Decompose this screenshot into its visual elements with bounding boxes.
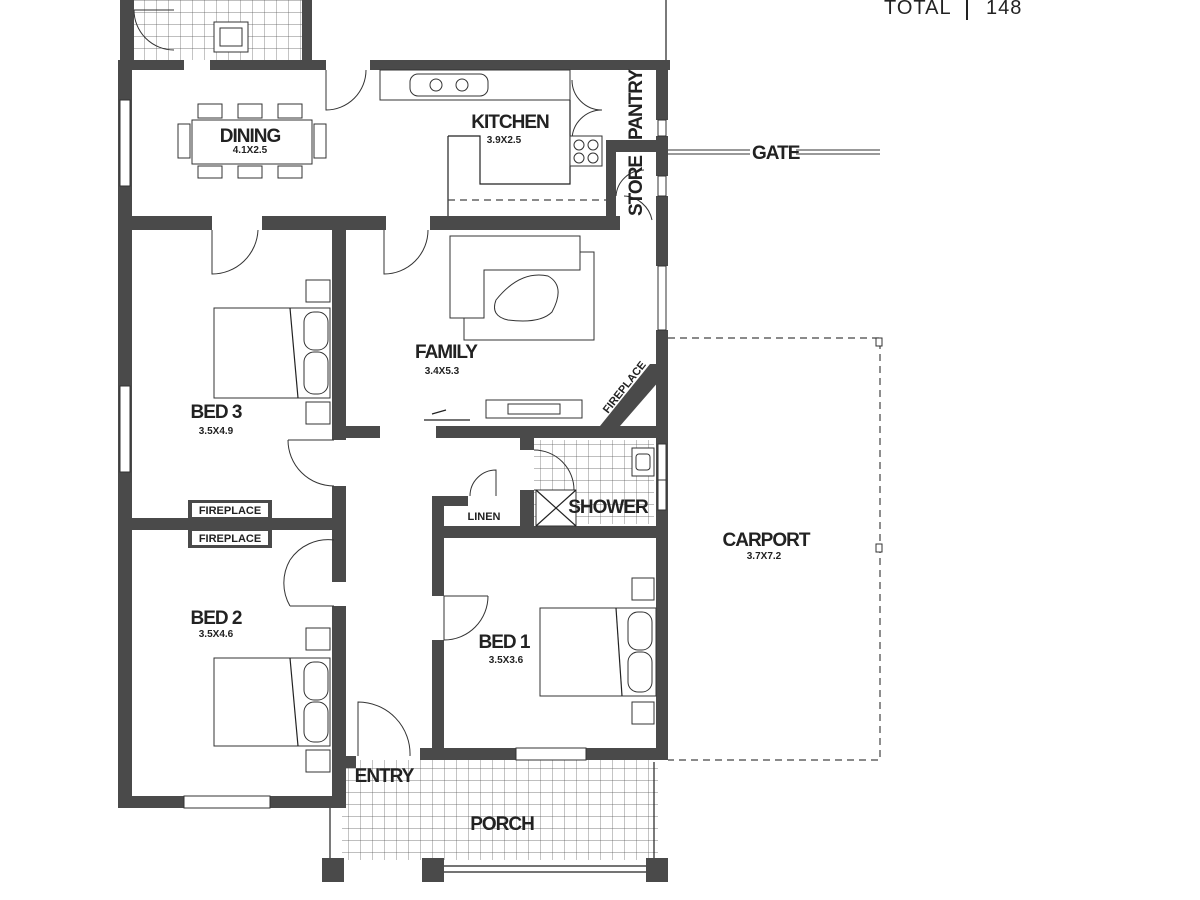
family-dim: 3.4X5.3 [425, 366, 460, 377]
fireplace-boxes: FIREPLACE FIREPLACE [188, 500, 272, 548]
bed2-furniture [213, 627, 331, 773]
porch-tiles [342, 760, 658, 860]
carport-name: CARPORT [723, 530, 811, 551]
bed2-dim: 3.5X4.6 [199, 629, 234, 640]
total-value: 148 [986, 0, 1022, 19]
family-lounge [424, 235, 595, 421]
total-divider [966, 0, 968, 20]
kitchen-dim: 3.9X2.5 [487, 135, 522, 146]
windows [119, 99, 667, 809]
porch-name: PORCH [470, 814, 534, 835]
dining-name: DINING [220, 126, 281, 147]
bed1-furniture [539, 577, 657, 725]
gate-label: GATE [752, 143, 800, 164]
bed3-name: BED 3 [191, 402, 242, 423]
fireplace-bed2-label: FIREPLACE [199, 533, 261, 545]
porch-outline [329, 762, 655, 873]
gate: GATE [668, 143, 880, 164]
room-labels: DINING 4.1X2.5 KITCHEN 3.9X2.5 PANTRY ST… [191, 69, 812, 835]
carport-dim: 3.7X7.2 [747, 551, 782, 562]
shower-name: SHOWER [568, 497, 649, 518]
bed3-dim: 3.5X4.9 [199, 426, 234, 437]
store-name: STORE [626, 156, 647, 216]
bathroom-fixtures [535, 447, 655, 527]
carport-outline [668, 337, 883, 761]
kitchen-benches [379, 69, 606, 216]
doors [211, 69, 653, 757]
bed2-name: BED 2 [191, 608, 242, 629]
total-area-header: TOTAL 148 [884, 0, 1022, 20]
bed1-dim: 3.5X3.6 [489, 655, 524, 666]
linen-name: LINEN [468, 511, 501, 523]
kitchen-name: KITCHEN [471, 112, 549, 133]
pantry-name: PANTRY [626, 69, 647, 140]
bed1-name: BED 1 [479, 632, 531, 653]
total-label: TOTAL [884, 0, 952, 19]
walls [118, 60, 670, 882]
fireplace-bed3-label: FIREPLACE [199, 505, 261, 517]
family-name: FAMILY [415, 342, 478, 363]
top-courtyard [120, 0, 667, 70]
dining-dim: 4.1X2.5 [233, 145, 268, 156]
entry-name: ENTRY [355, 766, 415, 787]
dining-table [177, 103, 327, 179]
bed3-furniture [213, 279, 331, 425]
